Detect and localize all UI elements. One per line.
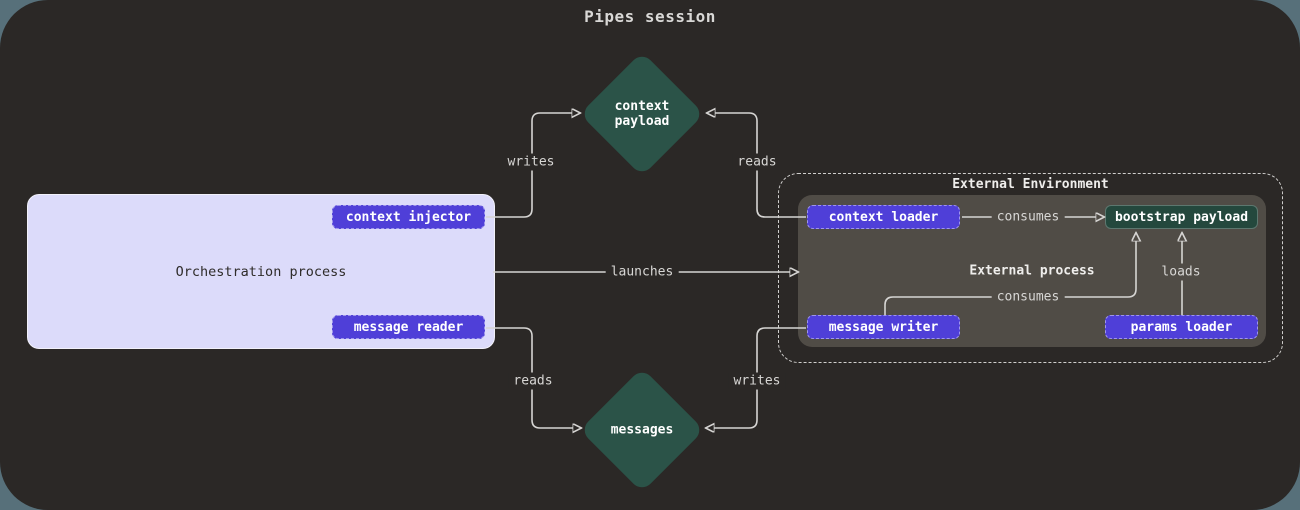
edge-label-consumes-bottom: consumes <box>991 288 1065 306</box>
external-environment-label: External Environment <box>952 177 1109 192</box>
context-injector-chip: context injector <box>332 205 485 229</box>
params-loader-chip: params loader <box>1105 315 1258 339</box>
message-reader-chip: message reader <box>332 315 485 339</box>
edge-label-reads-bottom: reads <box>508 372 558 390</box>
diagram-title: Pipes session <box>584 7 716 26</box>
bootstrap-payload-chip: bootstrap payload <box>1105 205 1258 229</box>
orchestration-process-label: Orchestration process <box>175 263 347 280</box>
edge-label-writes-bottom: writes <box>728 372 786 390</box>
context-loader-chip: context loader <box>807 205 960 229</box>
edge-label-loads: loads <box>1156 263 1206 281</box>
edge-label-consumes-top: consumes <box>991 208 1065 226</box>
edge-label-launches: launches <box>605 263 679 281</box>
external-environment-box: External Environment <box>778 173 1283 363</box>
message-writer-chip: message writer <box>807 315 960 339</box>
external-process-label: External process <box>969 263 1095 279</box>
edge-label-writes-top: writes <box>502 153 560 171</box>
edge-label-reads-top: reads <box>732 153 782 171</box>
